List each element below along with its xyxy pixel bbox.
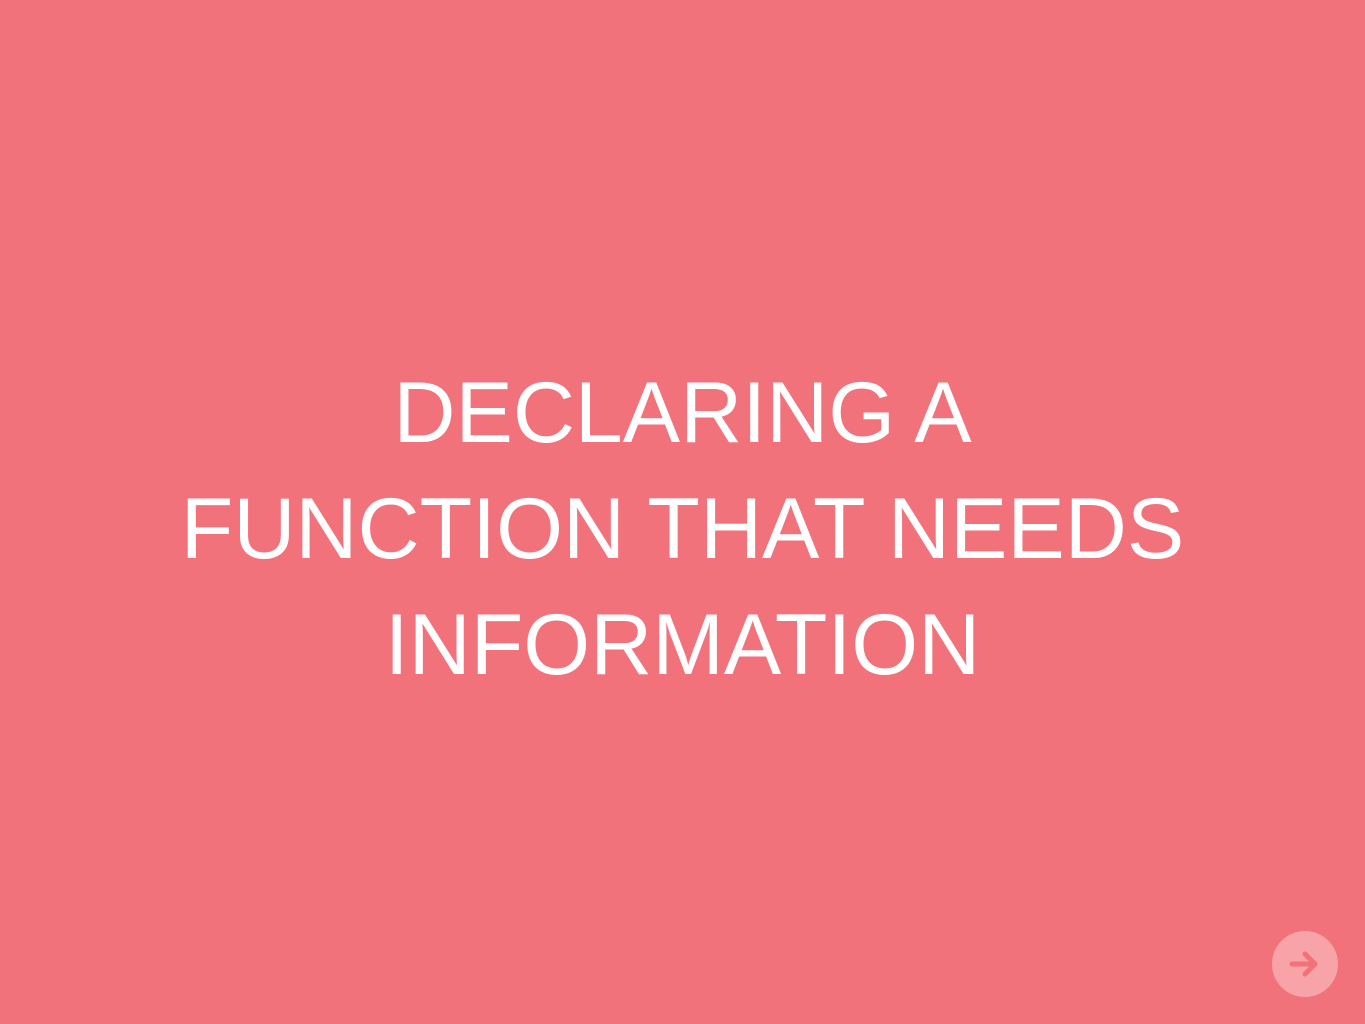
slide-title-line-1: DECLARING A bbox=[393, 365, 972, 461]
slide-title: DECLARING A FUNCTION THAT NEEDS INFORMAT… bbox=[0, 355, 1365, 703]
slide-title-line-2: FUNCTION THAT NEEDS bbox=[180, 481, 1185, 577]
slide-title-line-3: INFORMATION bbox=[384, 597, 981, 693]
arrow-right-icon bbox=[1289, 951, 1318, 977]
next-slide-button[interactable] bbox=[1272, 931, 1338, 997]
